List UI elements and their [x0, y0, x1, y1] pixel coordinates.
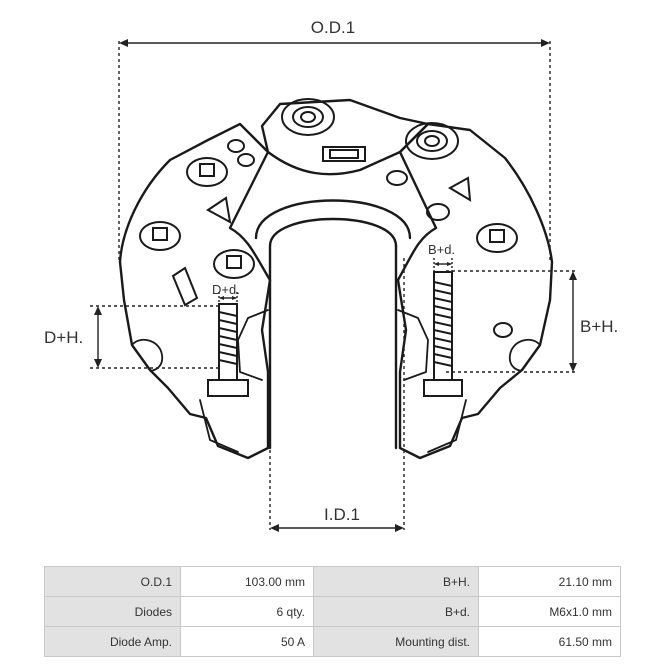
dimension-lines [90, 41, 578, 530]
spec-value: 6 qty. [180, 596, 314, 627]
diode-pad [476, 223, 518, 253]
mounting-hole [386, 170, 408, 186]
diode-pad [139, 221, 181, 251]
rectifier-technical-drawing: O.D.1 I.D.1 D+H. B+H. D+d. B+d. [44, 18, 618, 532]
dimension-arrows [94, 39, 577, 532]
spec-label: Diode Amp. [44, 626, 181, 657]
spec-value: 50 A [180, 626, 314, 657]
mounting-hole [426, 203, 450, 221]
bolt-right [423, 271, 463, 397]
bolt-left [207, 303, 249, 397]
table-row: O.D.1 103.00 mm B+H. 21.10 mm [44, 566, 621, 597]
stud-terminal [405, 122, 459, 160]
spec-value: 61.50 mm [478, 626, 621, 657]
mounting-hole [493, 322, 513, 338]
spec-label: B+d. [313, 596, 479, 627]
stud-terminal [281, 98, 335, 136]
label-d-height: D+H. [44, 328, 83, 347]
spec-label: O.D.1 [44, 566, 181, 597]
spec-label: Diodes [44, 596, 181, 627]
spec-label: Mounting dist. [313, 626, 479, 657]
mounting-hole [237, 153, 255, 167]
label-b-height: B+H. [580, 317, 618, 336]
label-d-thread: D+d. [212, 282, 240, 297]
diode-pad [186, 157, 228, 187]
table-row: Diodes 6 qty. B+d. M6x1.0 mm [44, 596, 621, 627]
slot [171, 266, 199, 307]
label-b-thread: B+d. [428, 242, 455, 257]
label-inner-diameter: I.D.1 [324, 505, 360, 524]
label-outer-diameter: O.D.1 [311, 18, 355, 37]
diode-pad [213, 249, 255, 279]
mounting-hole [227, 139, 245, 153]
spec-value: 21.10 mm [478, 566, 621, 597]
spec-value: 103.00 mm [180, 566, 314, 597]
rectifier-body [118, 98, 554, 460]
spec-table: O.D.1 103.00 mm B+H. 21.10 mm Diodes 6 q… [44, 566, 621, 657]
spec-label: B+H. [313, 566, 479, 597]
spec-value: M6x1.0 mm [478, 596, 621, 627]
slot [322, 146, 366, 162]
diode-pads [139, 98, 518, 338]
table-row: Diode Amp. 50 A Mounting dist. 61.50 mm [44, 626, 621, 657]
